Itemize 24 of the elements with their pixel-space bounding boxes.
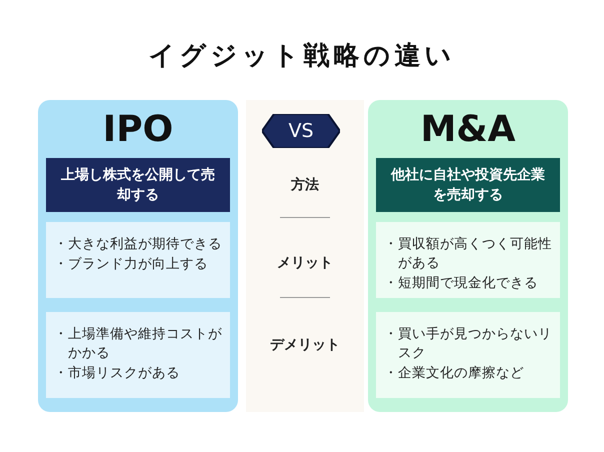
bullet-item: ・買い手が見つからないリスク (384, 325, 552, 363)
diagram-title: イグジット戦略の違い (148, 40, 456, 73)
bullet-item: ・買収額が高くつく可能性がある (384, 235, 552, 273)
comparison-panel (368, 100, 568, 412)
vs-badge: VS (262, 114, 340, 148)
row-label: 方法 (290, 176, 320, 194)
method-banner: 上場し株式を公開して売却する (46, 158, 230, 212)
bullet-item: ・企業文化の摩擦など (384, 364, 525, 383)
bullet-item: ・上場準備や維持コストがかかる (54, 325, 222, 363)
bullet-item: ・短期間で現金化できる (384, 274, 539, 293)
bullet-item: ・ブランド力が向上する (54, 255, 209, 274)
bullet-card (376, 312, 560, 398)
method-banner: 他社に自社や投資先企業を売却する (376, 158, 560, 212)
bullet-card (376, 222, 560, 298)
panel-heading: IPO (102, 108, 174, 152)
bullet-card (46, 312, 230, 398)
bullet-card (46, 222, 230, 298)
panel-heading: M&A (419, 108, 517, 152)
row-label: メリット (276, 254, 334, 272)
row-label: デメリット (269, 336, 341, 354)
comparison-panel (38, 100, 238, 412)
row-label-column (246, 100, 364, 412)
bullet-item: ・大きな利益が期待できる (54, 235, 222, 254)
bullet-item: ・市場リスクがある (54, 364, 181, 383)
